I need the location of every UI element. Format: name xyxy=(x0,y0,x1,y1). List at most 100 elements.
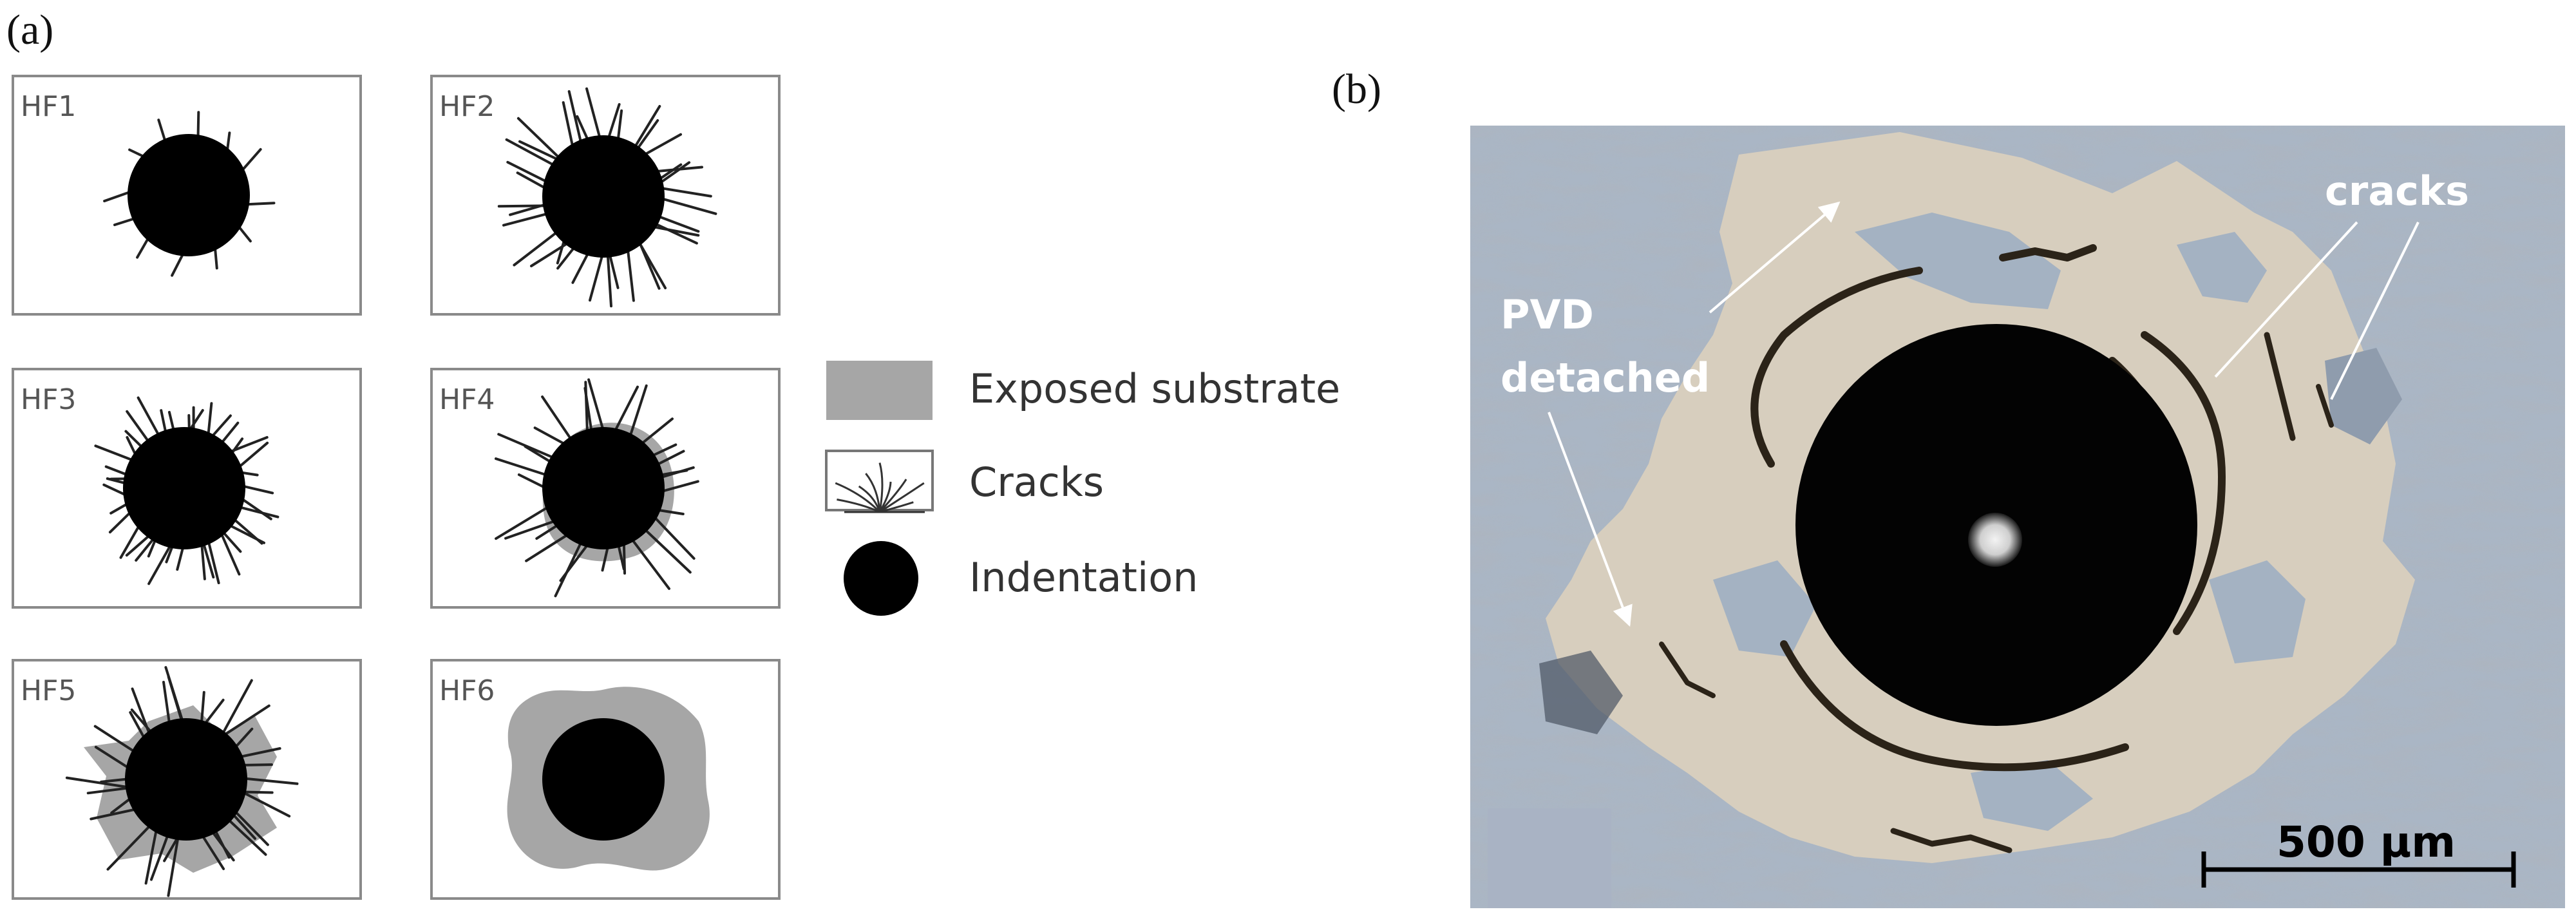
crack-line xyxy=(656,214,700,233)
crack-line xyxy=(202,698,225,727)
crack-line xyxy=(125,533,152,557)
case-label-hf1: HF1 xyxy=(21,90,76,123)
crack-line xyxy=(222,704,270,737)
case-label-hf6: HF6 xyxy=(439,674,495,707)
crack-line xyxy=(94,745,131,770)
legend-swatch-cracks xyxy=(825,450,934,513)
crack-line xyxy=(658,161,691,185)
legend-crack-line xyxy=(878,462,884,513)
cracks-hf2 xyxy=(497,87,717,308)
crack-line xyxy=(106,823,153,871)
indentation-hf3 xyxy=(123,427,245,549)
micrograph xyxy=(1470,126,2565,908)
coating-island-4 xyxy=(2209,560,2306,663)
crack-line xyxy=(232,809,269,846)
crack-line xyxy=(240,484,274,495)
indentation-hf4 xyxy=(542,427,665,549)
crack-line xyxy=(200,541,206,580)
annotation-arrows xyxy=(1548,201,2420,627)
crack-line xyxy=(607,103,621,141)
legend-crack-line xyxy=(837,499,880,513)
crack-line xyxy=(533,426,567,446)
crack-line xyxy=(516,171,548,191)
coating-island-1 xyxy=(1855,213,2061,309)
crack-line xyxy=(137,396,161,438)
legend-crack-line xyxy=(835,482,881,513)
micro-indentation-highlight xyxy=(1968,513,2022,567)
crack-line xyxy=(642,133,682,157)
crack-line xyxy=(94,444,135,462)
crack-line xyxy=(616,109,623,142)
crack-line xyxy=(150,832,170,881)
crack-line xyxy=(209,414,232,439)
scale-overlay-box xyxy=(1488,808,1611,908)
crack-line xyxy=(585,87,601,141)
legend-swatch-exposed xyxy=(826,361,933,420)
crack-line xyxy=(654,450,685,467)
crack-line xyxy=(626,247,635,302)
crack-line xyxy=(616,542,625,571)
crack-line xyxy=(516,117,562,160)
crack-line xyxy=(219,531,241,576)
crack-line xyxy=(130,709,154,735)
crack-line xyxy=(147,542,173,585)
crack-line xyxy=(238,747,281,759)
crack-line xyxy=(583,386,593,433)
cracks-hf5 xyxy=(65,666,299,897)
coating-island-3 xyxy=(1713,560,1816,657)
crack-line xyxy=(659,186,712,198)
coating-island-2 xyxy=(2177,232,2267,303)
arrow-pvd-lower xyxy=(1548,412,1633,627)
crack-line xyxy=(220,679,253,736)
crack-line xyxy=(638,240,661,290)
crack-line xyxy=(497,433,556,460)
crack-line xyxy=(100,777,130,783)
legend-label-exposed: Exposed substrate xyxy=(969,365,1340,412)
crack-line xyxy=(108,509,133,534)
crack-line xyxy=(207,402,213,438)
crack-line xyxy=(509,203,548,216)
crack-line xyxy=(135,536,156,562)
legend-swatch-indentation xyxy=(844,541,918,616)
crack-line xyxy=(495,505,551,540)
crack-line xyxy=(524,445,554,464)
crack-line xyxy=(242,777,299,785)
crack-line xyxy=(652,515,696,560)
case-label-hf3: HF3 xyxy=(21,383,76,416)
crack-line xyxy=(639,417,674,446)
crack-line xyxy=(601,544,610,572)
crack-line xyxy=(658,466,695,479)
panel-b-label: (b) xyxy=(1332,66,1381,113)
crack-line xyxy=(554,540,583,598)
legend-label-cracks: Cracks xyxy=(969,459,1104,506)
crack-line xyxy=(562,101,574,149)
crack-line xyxy=(541,395,573,442)
crack-line xyxy=(240,147,262,173)
legend-crack-line xyxy=(879,501,914,513)
crack-line xyxy=(655,508,685,515)
indentation-hf1 xyxy=(128,134,250,256)
legend-label-indentation: Indentation xyxy=(969,554,1198,601)
crack-line xyxy=(231,812,256,840)
crack-line xyxy=(226,817,267,856)
crack-line xyxy=(200,690,205,726)
crack-line xyxy=(587,378,605,432)
crack-line xyxy=(196,111,200,140)
crack-line xyxy=(167,676,184,724)
crack-line xyxy=(518,140,561,162)
cracks-hf4 xyxy=(495,378,699,598)
crack-line xyxy=(200,833,225,870)
crack-line xyxy=(652,222,698,245)
legend-crack-line xyxy=(865,473,881,513)
crack-line xyxy=(657,163,683,182)
indentation-hf5 xyxy=(125,718,247,841)
crack-line xyxy=(243,202,276,206)
crack-line xyxy=(506,160,549,184)
case-label-hf4: HF4 xyxy=(439,383,495,416)
arrow-cracks-2 xyxy=(2330,222,2420,400)
crack-line xyxy=(613,385,639,433)
crack-line xyxy=(103,190,133,203)
crack-line xyxy=(635,119,659,151)
scale-bar xyxy=(2201,852,2516,888)
